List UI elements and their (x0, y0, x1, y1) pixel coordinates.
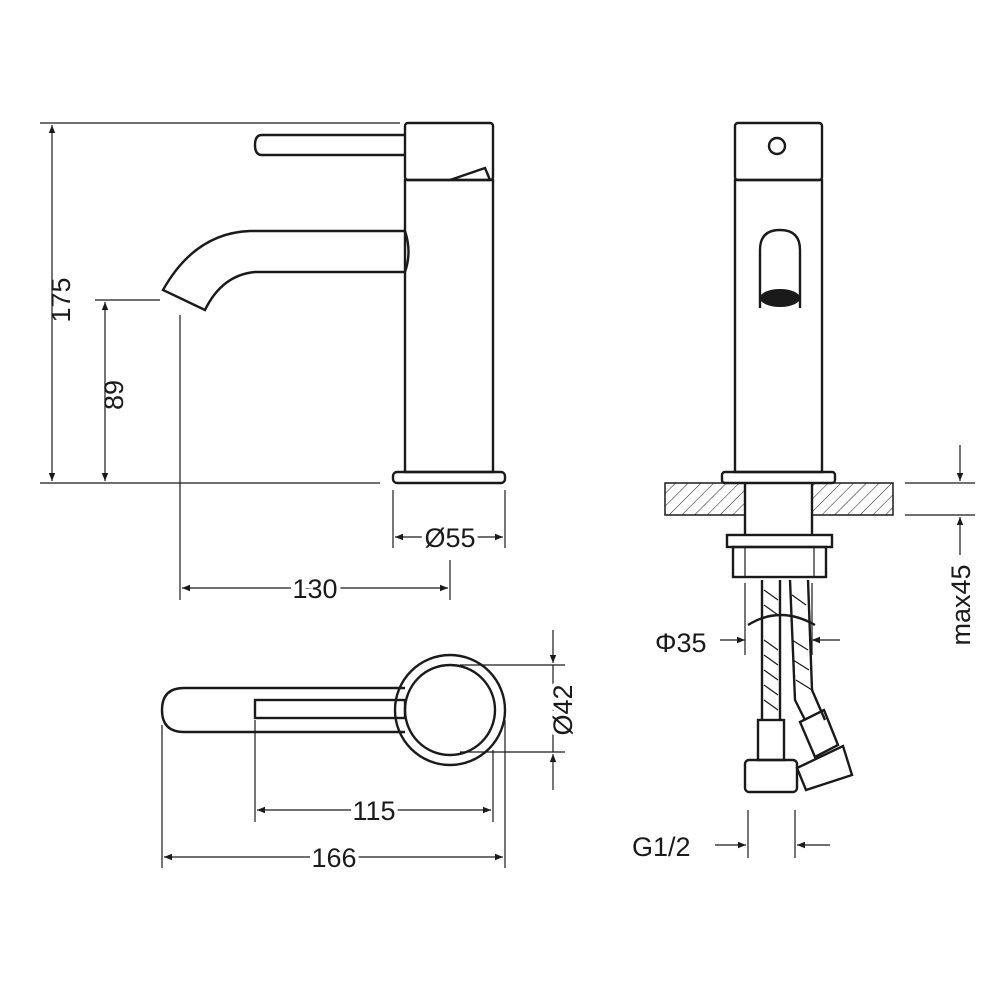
fitting-right (798, 708, 840, 759)
base-circle (393, 653, 507, 767)
lever (253, 133, 405, 157)
spout-front (758, 228, 802, 308)
front-view (664, 121, 894, 794)
top-view: Ø42 115 166 (160, 630, 582, 877)
hex-nut-right (795, 744, 854, 792)
dim-total-height: 175 (46, 277, 76, 322)
dim-spout-reach: 130 (292, 574, 337, 604)
dim-total-length: 166 (311, 843, 356, 873)
lever-top (160, 686, 405, 734)
washer (725, 533, 834, 549)
dim-lever-length: 115 (352, 796, 395, 826)
countertop-right (811, 482, 894, 516)
cap (733, 121, 824, 182)
dim-connection-thread: G1/2 (632, 832, 691, 862)
dim-spout-height: 89 (99, 380, 129, 410)
fitting-left (756, 718, 786, 762)
faucet-body (403, 178, 495, 474)
front-dimensions: Φ35 G1/2 max45 (632, 445, 976, 862)
nut (731, 545, 828, 579)
side-view (161, 121, 507, 485)
handle-body (403, 121, 495, 182)
base-front (720, 470, 837, 485)
hex-nut-left (743, 758, 799, 794)
dim-shank-diameter: Φ35 (655, 628, 707, 658)
aerator (760, 289, 800, 307)
base-plate (391, 470, 507, 485)
countertop-left (664, 482, 746, 516)
lever-hole (767, 136, 787, 156)
body-circle (403, 663, 497, 757)
dim-max-counter-thickness: max45 (946, 564, 976, 645)
lever-slot (253, 698, 407, 720)
hose-left (760, 580, 782, 720)
body-front (733, 178, 824, 474)
side-dimensions: 175 89 130 Ø55 (40, 122, 506, 608)
spout (161, 229, 410, 312)
dim-body-diameter: Ø42 (548, 684, 578, 735)
dim-base-diameter: Ø55 (424, 523, 475, 553)
